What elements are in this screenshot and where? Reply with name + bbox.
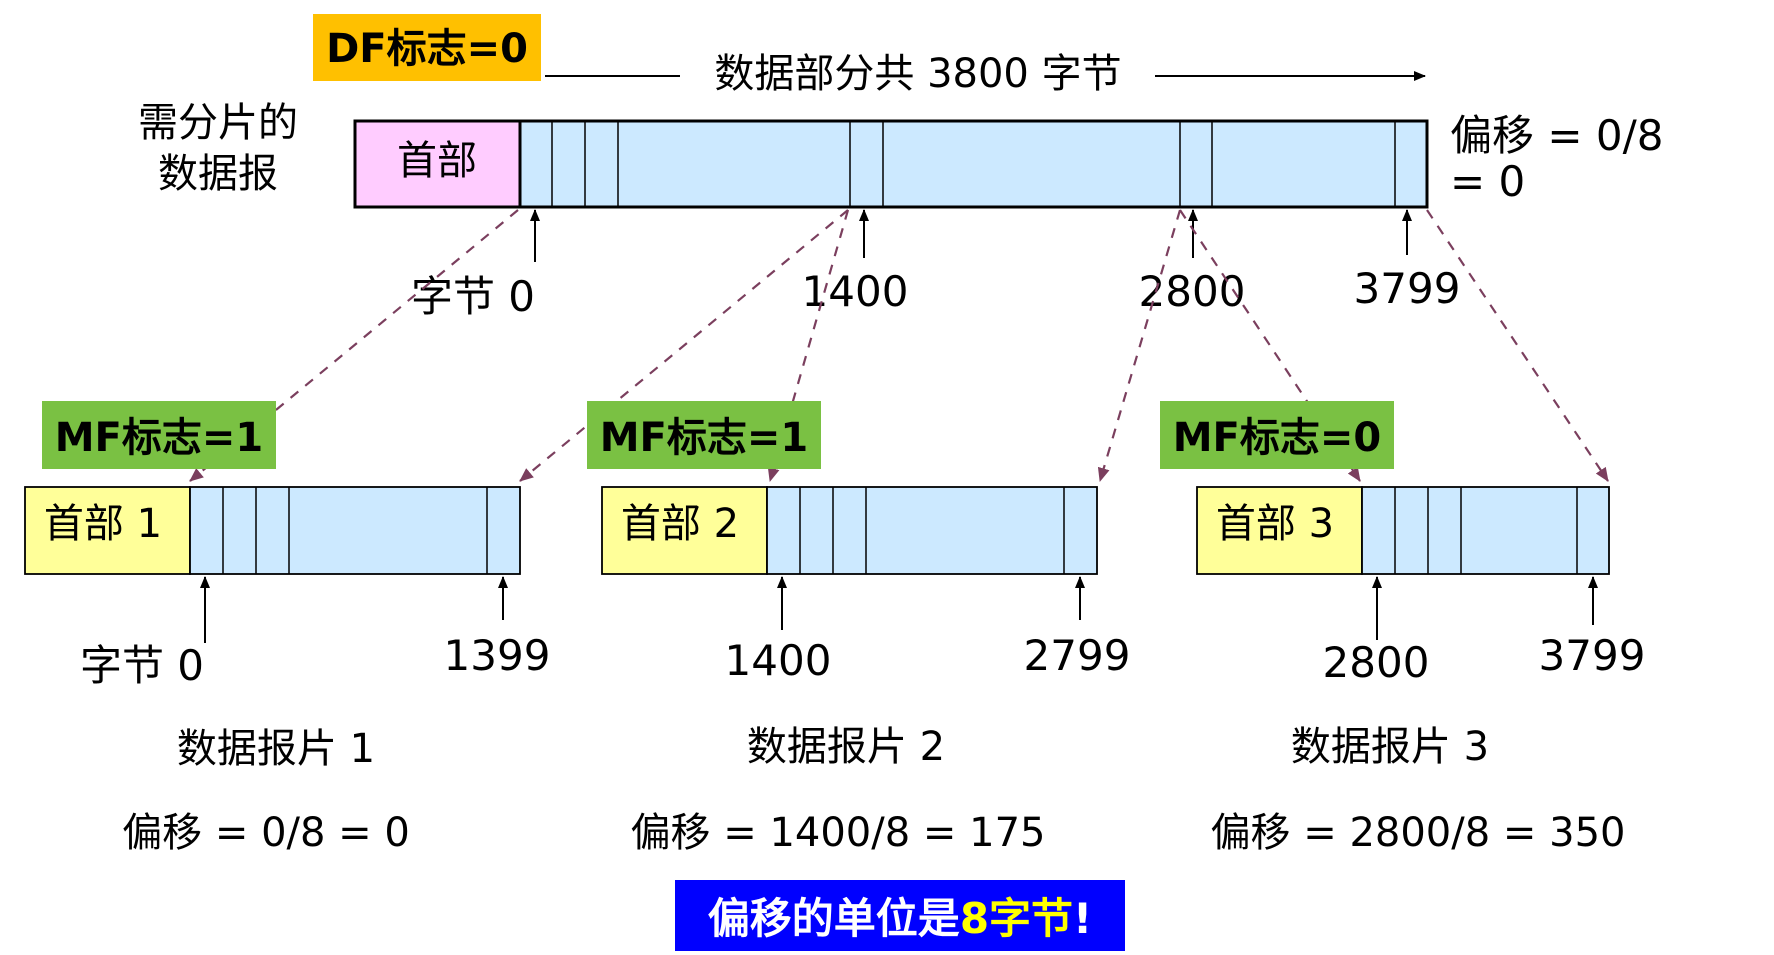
end-byte-label: 1399 [444,631,551,680]
original-offset-line2: = 0 [1450,157,1525,206]
data-total-note: 数据部分共 3800 字节 [714,51,1121,97]
unit-banner: 偏移的单位是8字节! [675,880,1125,951]
original-header-label: 首部 [397,138,477,184]
unit-banner-highlight: 8字节 [960,894,1073,943]
byte-label-3799: 3799 [1354,264,1461,313]
fragment-offset: 偏移 = 2800/8 = 350 [1211,810,1626,856]
fragment-title: 数据报片 1 [177,726,375,772]
fragment-3: MF标志=0 首部 3 2800 3799 数据报片 3 偏移 = 2800/8… [1160,401,1645,856]
unit-banner-text: 偏移的单位是8字节! [708,894,1092,943]
fragment-1: MF标志=1 首部 1 字节 0 1399 数据报片 1 偏移 = 0/8 = … [24,401,551,856]
start-byte-label: 2800 [1323,638,1430,687]
df-flag-label: DF标志=0 [326,26,528,72]
mf-flag-label: MF标志=1 [55,415,263,461]
fragment-data-area [766,486,1098,575]
dash-line [519,209,849,482]
fragment-header-cell [601,486,768,575]
byte-label-0: 字节 0 [411,272,535,321]
byte-label-2800: 2800 [1139,267,1246,316]
mf-flag-label: MF标志=0 [1173,415,1381,461]
fragment-header-cell [1196,486,1363,575]
original-data-area [518,119,1429,209]
end-byte-label: 2799 [1024,631,1131,680]
fragment-offset: 偏移 = 1400/8 = 175 [631,810,1046,856]
unit-banner-box [675,880,1125,951]
fragment-header-label: 首部 2 [621,501,739,547]
fragment-title: 数据报片 3 [1291,724,1489,770]
byte-label-1400: 1400 [802,267,909,316]
unit-banner-suffix: ! [1073,894,1092,943]
fragment-header-label: 首部 3 [1216,501,1334,547]
original-label-line1: 需分片的 [138,100,298,146]
fragment-title: 数据报片 2 [747,724,945,770]
mf-flag-box [1160,401,1394,469]
end-byte-label: 3799 [1539,631,1646,680]
mf-flag-box [42,401,276,469]
original-datagram: 首部 [353,119,1429,209]
fragment-header-cell [24,486,191,575]
original-header-cell [353,119,522,209]
dash-line [1426,209,1609,482]
original-label-line2: 数据报 [158,151,278,197]
fragment-offset: 偏移 = 0/8 = 0 [122,810,410,856]
fragment-header-label: 首部 1 [44,501,162,547]
unit-banner-prefix: 偏移的单位是 [708,894,960,943]
start-byte-label: 1400 [725,636,832,685]
original-offset-line1: 偏移 = 0/8 [1450,111,1664,160]
start-byte-label: 字节 0 [80,641,204,690]
fragment-data-area [189,486,521,575]
mapping-lines [189,209,1609,482]
fragment-2: MF标志=1 首部 2 1400 2799 数据报片 2 偏移 = 1400/8… [587,401,1130,856]
mf-flag-box [587,401,821,469]
dash-line [1097,209,1182,482]
dash-line [189,209,519,482]
fragment-data-area [1361,486,1610,575]
mf-flag-label: MF标志=1 [600,415,808,461]
df-flag-box [313,14,541,81]
